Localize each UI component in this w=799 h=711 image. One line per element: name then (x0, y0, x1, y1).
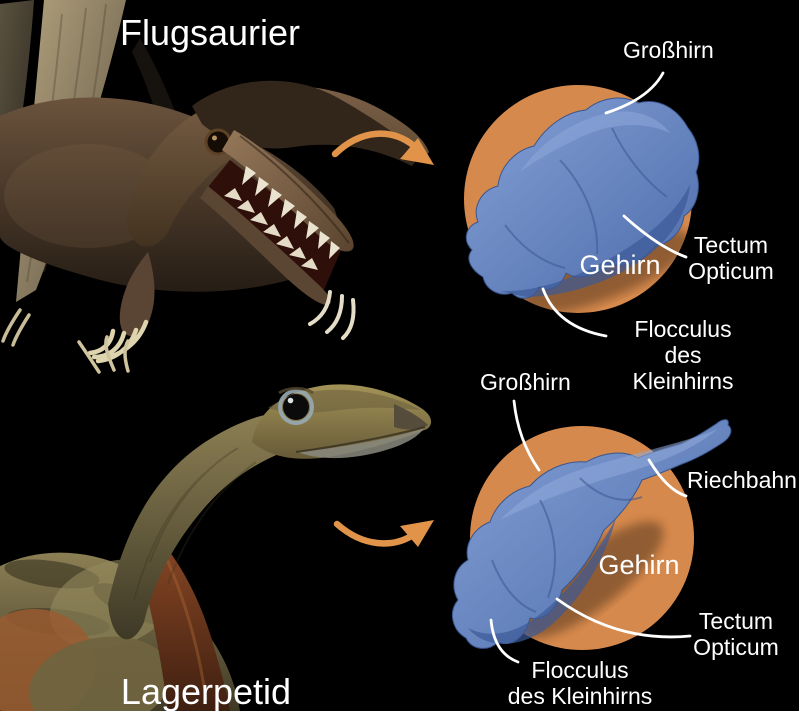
arrow-head (400, 138, 434, 165)
pterosaur-eye-glint (212, 135, 217, 141)
pterosaur-upper-teeth (242, 166, 340, 259)
brain-highlight-ridge (500, 429, 718, 520)
brain-dark-shading (500, 184, 690, 297)
lagerpetid-eye (283, 394, 309, 420)
arrow-shaft (333, 520, 420, 547)
lagerpetid-illustration (0, 335, 432, 711)
callout-line-tectum-opticum (555, 597, 692, 639)
label-grosshirn-lagerpetid: Großhirn (480, 369, 571, 395)
flugsaurier-title: Flugsaurier (119, 12, 301, 53)
brain-model-3d (451, 419, 732, 649)
flugsaurier-brain-panel (464, 71, 700, 338)
pterosaur-jaw-ridge (239, 135, 350, 244)
lagerpetid-snout-tip (394, 404, 428, 430)
lagerpetid-thigh (28, 636, 172, 711)
arrow-head (400, 520, 434, 547)
label-flocculus-lagerpetid: Flocculus des Kleinhirns (507, 657, 653, 709)
label-tectum-opticum-flugsaurier: Tectum Opticum (688, 232, 774, 284)
lagerpetid-brow (278, 387, 314, 395)
brain-crevices (504, 127, 668, 269)
callout-line-grosshirn (512, 399, 541, 472)
lagerpetid-eye-glint (287, 397, 294, 404)
pterosaur-hand (119, 252, 155, 337)
callout-line-flocculus (541, 287, 608, 338)
brain-crevices (491, 477, 643, 613)
label-gehirn-lagerpetid: Gehirn (598, 550, 680, 580)
lagerpetid-title: Lagerpetid (120, 671, 292, 711)
brain-dark-shading (468, 518, 616, 644)
label-tectum-opticum-lagerpetid: Tectum Opticum (693, 608, 779, 660)
lagerpetid-neck-striations (133, 447, 257, 601)
callout-line-flocculus (489, 618, 520, 664)
pterosaur-tip-fangs (308, 290, 356, 340)
callout-line-tectum-opticum (622, 214, 688, 259)
pterosaur-lower-jaw (200, 186, 331, 305)
lagerpetid-brain-panel (451, 399, 732, 664)
pterosaur-upper-jaw (222, 130, 354, 252)
lagerpetid-eye-ring (278, 389, 314, 425)
callout-line-grosshirn (604, 71, 665, 115)
brain-highlight-ridge (520, 111, 670, 172)
label-grosshirn-flugsaurier: Großhirn (623, 37, 714, 63)
curved-arrow-icon (331, 130, 434, 165)
pterosaur-hand-claws (87, 319, 149, 364)
pterosaur-illustration (0, 0, 429, 364)
arrow-shaft (331, 130, 418, 158)
pterosaur-left-claws (1, 308, 31, 347)
label-flocculus-flugsaurier: Flocculus des Kleinhirns (632, 316, 734, 394)
pterosaur-lower-teeth (224, 188, 318, 270)
lagerpetid-jaw-line (295, 426, 426, 453)
label-gehirn-flugsaurier: Gehirn (579, 250, 661, 280)
lagerpetid-claws (77, 335, 130, 374)
lagerpetid-lower-jaw (298, 428, 424, 459)
callout-line-riechbahn (647, 458, 688, 498)
curved-arrow-icon (333, 520, 434, 547)
label-riechbahn-lagerpetid: Riechbahn (687, 467, 797, 493)
